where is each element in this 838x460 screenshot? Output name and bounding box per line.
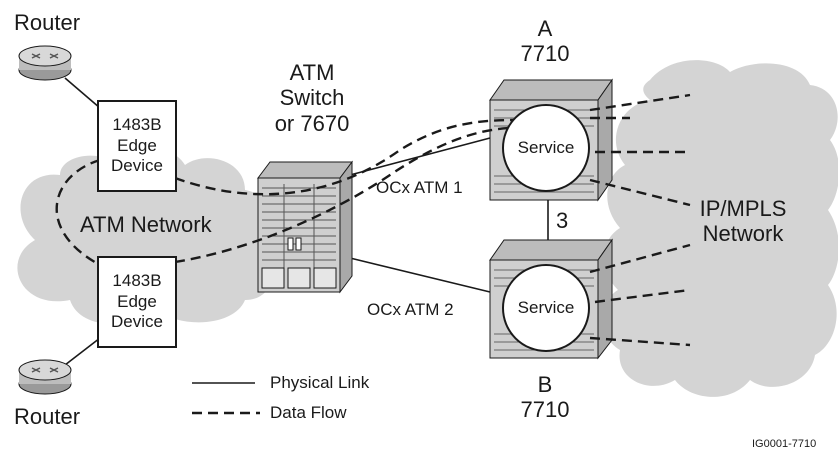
legend-physical-link-label: Physical Link — [270, 373, 370, 392]
edge-device-top: 1483B Edge Device — [97, 100, 177, 192]
service-circle-b: Service — [502, 264, 590, 352]
node-a-model: 7710 — [520, 41, 570, 67]
data-flow-edge-loop — [55, 158, 101, 267]
edge-device-bottom-line1: 1483B — [112, 271, 162, 291]
physical-links — [64, 77, 549, 366]
router-bottom-icon — [18, 359, 72, 395]
ocx-atm-1-label: OCx ATM 1 — [376, 178, 463, 197]
data-flow-b-mpls-1 — [589, 243, 691, 274]
edge-device-top-line2: Edge — [117, 135, 157, 155]
node-b-model: 7710 — [520, 397, 570, 423]
node-b-label: B 7710 — [510, 372, 580, 423]
ip-mpls-line1: IP/MPLS — [699, 196, 787, 221]
ocx-atm-2-label: OCx ATM 2 — [367, 300, 454, 319]
atm-network-cloud — [17, 145, 275, 324]
ip-mpls-line2: Network — [702, 221, 784, 247]
router-bottom-label: Router — [14, 404, 81, 429]
atm-network-label: ATM Network — [80, 212, 212, 237]
edge-device-bottom-line2: Edge — [117, 291, 157, 311]
atm-switch-device — [257, 160, 353, 294]
atm-switch-label-line1: ATM — [289, 60, 335, 85]
router-bottom-link — [64, 337, 101, 366]
node-a-label: A 7710 — [510, 16, 580, 67]
ip-mpls-network-label: IP/MPLS Network — [668, 196, 818, 247]
ip-mpls-network-cloud — [602, 60, 838, 397]
atm-switch-label-line2: Switch — [279, 85, 345, 111]
edge-device-top-line3: Device — [111, 156, 163, 176]
figure-id: IG0001-7710 — [752, 438, 817, 450]
router-top-link — [64, 77, 101, 109]
legend-data-flow-label: Data Flow — [270, 403, 347, 422]
data-flow-b-mpls-3 — [589, 336, 691, 347]
edge-device-bottom: 1483B Edge Device — [97, 256, 177, 348]
node-b-letter: B — [537, 372, 553, 397]
router-top-label: Router — [14, 10, 81, 35]
ocx-atm-1-link — [349, 137, 491, 176]
data-flow-a-mpls-3 — [589, 178, 691, 207]
edge-device-bottom-line3: Device — [111, 312, 163, 332]
atm-switch-label-line3: or 7670 — [274, 110, 350, 136]
router-top-icon — [18, 45, 72, 81]
data-flow-a-mpls-1 — [589, 93, 691, 112]
atm-switch-label: ATM Switch or 7670 — [262, 60, 362, 136]
service-label-a: Service — [517, 138, 575, 157]
node-a-letter: A — [537, 16, 553, 41]
service-label-b: Service — [517, 298, 575, 317]
ocx-atm-2-link — [349, 257, 491, 293]
edge-device-top-line1: 1483B — [112, 115, 162, 135]
data-flows — [55, 93, 691, 347]
inter-node-link-label: 3 — [556, 208, 569, 233]
service-circle-a: Service — [502, 104, 590, 192]
